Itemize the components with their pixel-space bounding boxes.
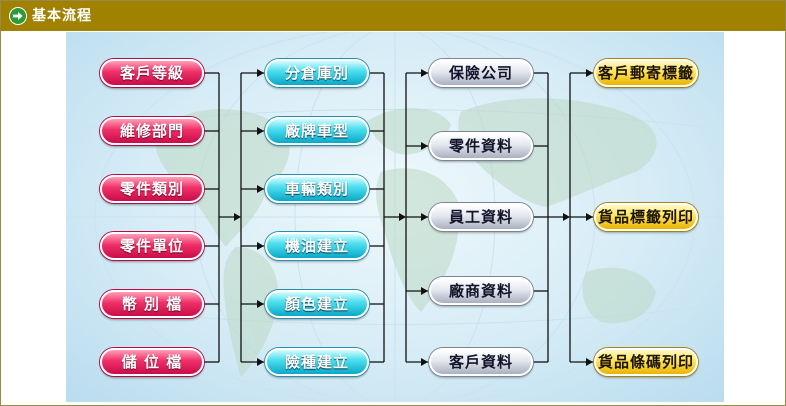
flow-node[interactable]: 貨品條碼列印 (594, 348, 698, 376)
flow-node-label: 貨品標籤列印 (597, 208, 694, 226)
flow-node[interactable]: 員工資料 (429, 203, 533, 231)
arrowhead (234, 213, 241, 221)
flow-node-label: 保險公司 (448, 64, 513, 82)
flow-node[interactable]: 廠牌車型 (265, 117, 369, 145)
flow-node-label: 維修部門 (119, 122, 184, 140)
arrowhead (421, 142, 428, 150)
flow-node[interactable]: 機油建立 (265, 232, 369, 260)
flow-node-label: 客戶郵寄標籤 (597, 64, 694, 82)
arrowhead (257, 127, 264, 135)
flow-node-label: 貨品條碼列印 (597, 353, 694, 371)
arrowhead (421, 69, 428, 77)
flow-node-label: 員工資料 (448, 208, 513, 226)
arrowhead (421, 213, 428, 221)
flow-node[interactable]: 貨品標籤列印 (594, 203, 698, 231)
flow-node[interactable]: 險種建立 (265, 348, 369, 376)
arrowhead (586, 213, 593, 221)
flow-node-label: 機油建立 (284, 237, 349, 255)
arrowhead (257, 358, 264, 366)
flow-node-label: 險種建立 (284, 353, 349, 371)
flow-node-label: 儲 位 檔 (121, 353, 183, 371)
flow-node[interactable]: 廠商資料 (429, 277, 533, 305)
flow-node-label: 客戶資料 (448, 353, 513, 371)
arrowhead (257, 185, 264, 193)
flow-node[interactable]: 客戶等級 (100, 59, 204, 87)
arrowhead (421, 287, 428, 295)
flow-node-label: 幣 別 檔 (121, 295, 183, 313)
flow-node-label: 廠商資料 (448, 282, 513, 300)
flow-diagram-canvas: 客戶等級維修部門零件類別零件單位幣 別 檔儲 位 檔 分倉庫別廠牌車型車輛類別機油… (66, 32, 724, 402)
arrowhead (257, 300, 264, 308)
flow-node[interactable]: 零件單位 (100, 232, 204, 260)
flow-node[interactable]: 顏色建立 (265, 290, 369, 318)
flow-node[interactable]: 零件類別 (100, 175, 204, 203)
flow-node-label: 車輛類別 (284, 180, 349, 198)
flow-node[interactable]: 分倉庫別 (265, 59, 369, 87)
flow-node[interactable]: 儲 位 檔 (100, 348, 204, 376)
flow-node-label: 零件類別 (119, 180, 184, 198)
arrowhead (399, 213, 406, 221)
flow-node-label: 零件單位 (119, 237, 184, 255)
arrowhead (586, 69, 593, 77)
flow-node-label: 廠牌車型 (284, 122, 349, 140)
flow-node[interactable]: 零件資料 (429, 132, 533, 160)
arrowhead (257, 242, 264, 250)
arrowhead (563, 213, 570, 221)
flow-node[interactable]: 幣 別 檔 (100, 290, 204, 318)
flow-node-label: 分倉庫別 (284, 64, 349, 82)
flow-connectors (204, 69, 593, 366)
arrowhead (421, 358, 428, 366)
flow-node[interactable]: 保險公司 (429, 59, 533, 87)
flow-node-label: 顏色建立 (284, 295, 349, 313)
flow-node[interactable]: 客戶資料 (429, 348, 533, 376)
flow-node-label: 客戶等級 (119, 64, 184, 82)
arrow-right-circle-icon (9, 7, 27, 25)
arrowhead (257, 69, 264, 77)
flow-node[interactable]: 客戶郵寄標籤 (594, 59, 698, 87)
section-title: 基本流程 (32, 8, 92, 24)
flow-node-label: 零件資料 (448, 137, 513, 155)
flow-node[interactable]: 維修部門 (100, 117, 204, 145)
section-header: 基本流程 (1, 1, 785, 31)
arrowhead (586, 358, 593, 366)
flow-node[interactable]: 車輛類別 (265, 175, 369, 203)
